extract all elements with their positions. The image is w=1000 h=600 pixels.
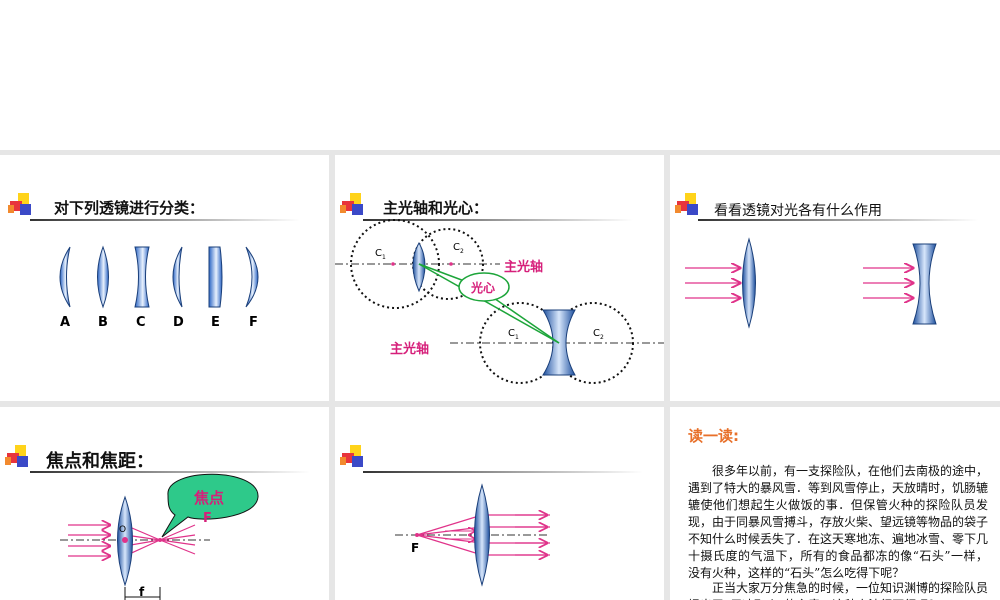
slide-4-art [5, 445, 310, 600]
slide-1-art [8, 193, 300, 309]
focal-point-dot [158, 538, 162, 542]
blank-top-area [0, 0, 1000, 150]
slide-5-art [340, 445, 643, 587]
lens-label-e: E [211, 315, 220, 330]
lens-label-b: B [98, 315, 108, 330]
focus-f-label: F [411, 541, 420, 555]
axis-label-upper: 主光轴 [504, 260, 544, 275]
lens-label-d: D [173, 315, 184, 330]
lens-shapes [59, 245, 259, 309]
lens-c [134, 246, 150, 308]
lens-f [245, 246, 259, 308]
focus-callout-bubble [161, 473, 259, 538]
origin-o-label: O [119, 525, 127, 535]
optical-center-label: 光心 [471, 281, 496, 295]
c2-label: C2 [453, 242, 464, 255]
incident-rays-concave [863, 268, 913, 298]
convex-lens [412, 241, 426, 293]
slide-lens-classification[interactable]: 对下列透镜进行分类： A B C D E F [0, 155, 329, 401]
lens-b [97, 245, 109, 309]
center-label-bubble [458, 272, 510, 302]
c1-label: C1 [375, 248, 386, 261]
optical-center-dot [122, 537, 128, 543]
lens-e [208, 246, 223, 308]
slide-logo-icon [8, 193, 31, 215]
slide-2-art [335, 193, 664, 384]
slide-focus-focal-length[interactable]: 焦点和焦距： 焦点 F O f [0, 407, 329, 600]
focal-point-dot [415, 533, 419, 537]
incident-rays-convex [685, 268, 740, 298]
axis-label-lower: 主光轴 [390, 342, 430, 357]
slide-title: 看看透镜对光各有什么作用 [714, 203, 882, 219]
slide-principal-axis[interactable]: 主光轴和光心： C1 C2 C1 C2 主光轴 主光轴 光心 [335, 155, 664, 401]
reading-paragraph-1: 很多年以前，有一支探险队，在他们去南极的途中，遇到了特大的暴风雪．等到风雪停止，… [688, 464, 989, 580]
slide-3-art [675, 193, 978, 329]
slide-focus-reverse[interactable]: F [335, 407, 664, 600]
lens-label-c: C [136, 315, 146, 330]
sphere-circle-2 [412, 228, 484, 300]
title-underline [30, 219, 300, 221]
focus-bubble-label: 焦点 [194, 489, 225, 507]
focus-f-label: F [203, 511, 212, 526]
c1-label-lower: C1 [508, 328, 519, 341]
slide-title: 对下列透镜进行分类： [54, 199, 205, 217]
slide-title: 焦点和焦距： [46, 451, 154, 472]
slide-title: 主光轴和光心： [383, 199, 489, 217]
lens-label-f: F [249, 315, 258, 330]
convex-lens [474, 483, 490, 587]
concave-lens [912, 243, 937, 325]
c2-label-lower: C2 [593, 328, 604, 341]
reading-paragraph-2: 正当大家万分焦急的时候，一位知识渊博的探险队员提出了“用冰取火”的主意，这种方法… [688, 581, 989, 600]
lens-a [59, 246, 71, 308]
slide-lens-effect[interactable]: 看看透镜对光各有什么作用 [670, 155, 1000, 401]
lens-label-a: A [60, 315, 71, 330]
lens-d [172, 246, 183, 308]
convex-lens [742, 237, 756, 329]
focal-length-label: f [139, 585, 145, 599]
reading-title: 读一读: [688, 427, 739, 445]
sphere-circle-1 [350, 219, 440, 309]
slide-reading[interactable]: 读一读: 很多年以前，有一支探险队，在他们去南极的途中，遇到了特大的暴风雪．等到… [670, 407, 1000, 600]
